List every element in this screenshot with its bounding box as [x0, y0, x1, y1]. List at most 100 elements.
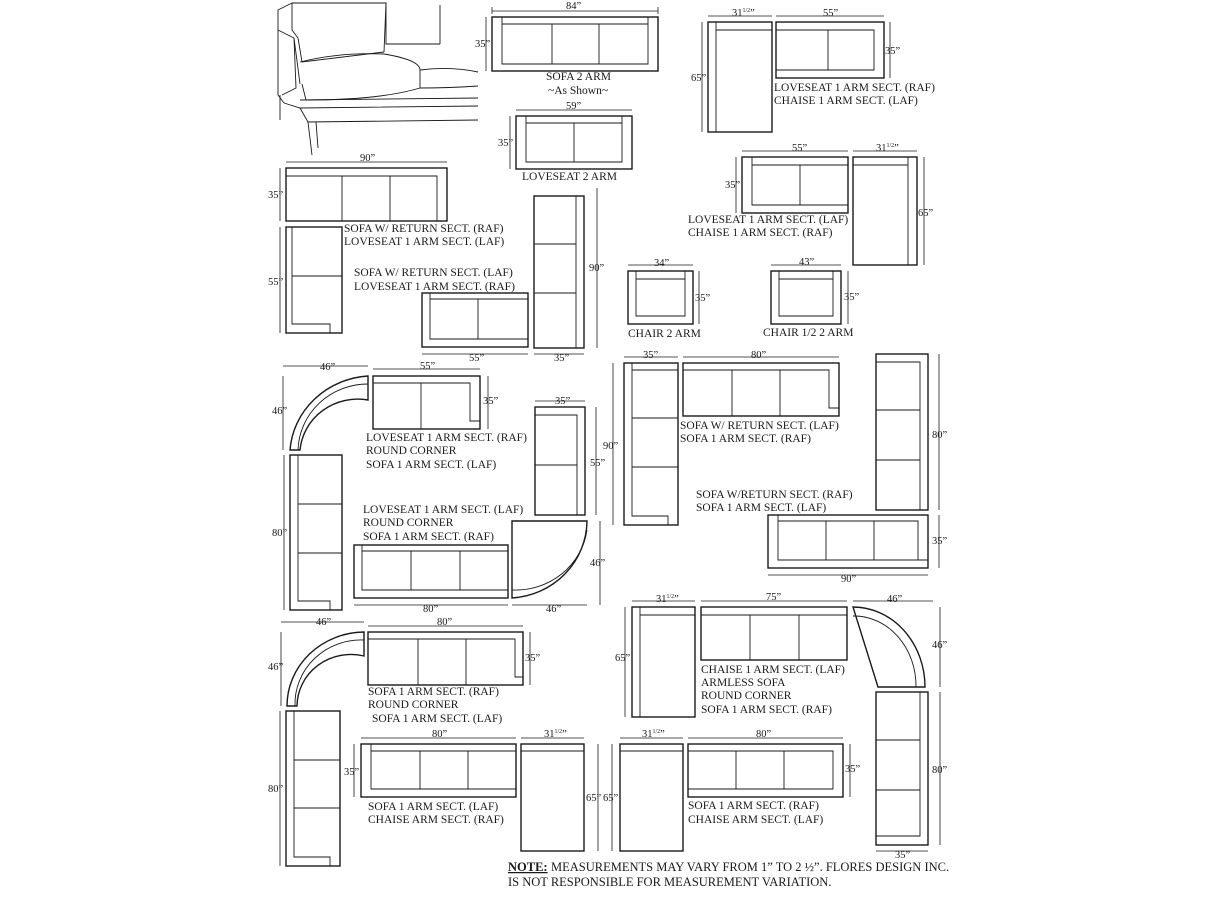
dim-depth: 35”	[885, 46, 901, 57]
config-sofa-laf-chaise-raf: 80” 311/2” 35” 65” SOFA 1 ARM SECT. (LAF…	[344, 729, 602, 852]
note-lead: NOTE:	[508, 860, 548, 874]
dim-chaise-width: 311/2”	[656, 594, 679, 605]
label-line-1: SOFA 1 ARM SECT. (RAF)	[368, 686, 499, 698]
label-line-1: SOFA W/RETURN SECT. (RAF)	[696, 489, 853, 501]
label-line-1: LOVESEAT 1 ARM SECT. (RAF)	[774, 82, 935, 94]
dim-chaise-width: 311/2”	[544, 729, 567, 740]
label-line-2: SOFA 1 ARM SECT. (LAF)	[696, 502, 826, 514]
dim-loveseat-length: 55”	[590, 458, 606, 469]
dim-width: 43”	[799, 257, 815, 268]
dim-depth: 35”	[895, 850, 911, 861]
dim-corner-width: 46”	[316, 617, 332, 628]
dim-corner-depth: 46”	[268, 662, 284, 673]
dim-depth: 35”	[555, 396, 571, 407]
dim-width: 84”	[566, 1, 582, 12]
dim-loveseat-length: 55”	[469, 353, 485, 364]
dim-sofa-length: 80”	[932, 765, 948, 776]
dim-sofa-length: 80”	[268, 784, 284, 795]
sofa-2-arm: 84” 35” SOFA 2 ARM ~As Shown~	[475, 1, 659, 97]
label-line-2: ROUND CORNER	[368, 699, 459, 711]
config-sofa-return-raf-loveseat-laf: 90” 35” 55” SOFA W/ RETURN SECT. (RAF) L…	[268, 153, 504, 334]
dim-sofa-width: 80”	[423, 604, 439, 615]
label-line-2: CHAISE 1 ARM SECT. (LAF)	[774, 95, 918, 107]
dim-width: 55”	[792, 143, 808, 154]
label-line-3: SOFA 1 ARM SECT. (RAF)	[363, 531, 494, 543]
config-sofa-return-laf-loveseat-raf: 55” 35” 90” SOFA W/ RETURN SECT. (LAF) L…	[354, 188, 605, 364]
dim-chaise-width: 311/2”	[876, 143, 899, 154]
dim-chaise-depth: 65”	[586, 793, 602, 804]
chair-half-2-arm: 43” 35” CHAIR 1/2 2 ARM	[763, 257, 860, 339]
dim-depth: 35”	[554, 353, 570, 364]
dim-loveseat-width: 55”	[420, 361, 436, 372]
config-loveseat-laf-corner-sofa-raf: 35” 55” 46” 80” 46” LOVESEAT 1 ARM SECT.…	[353, 396, 606, 615]
dim-loveseat-length: 55”	[268, 277, 284, 288]
label-line-1: SOFA W/ RETURN SECT. (LAF)	[354, 267, 513, 279]
dim-chaise-width: 311/2”	[642, 729, 665, 740]
dim-depth: 35”	[475, 39, 491, 50]
dim-corner-width: 46”	[546, 604, 562, 615]
label-chair-half-2-arm: CHAIR 1/2 2 ARM	[763, 327, 853, 339]
dim-depth: 35”	[725, 180, 741, 191]
chair-2-arm: 34” 35” CHAIR 2 ARM	[627, 258, 711, 340]
dim-sofa-width: 80”	[751, 350, 767, 361]
dim-corner-depth: 46”	[590, 558, 606, 569]
config-chaise-armless-corner-sofa: 311/2” 75” 46” 65” 46” 80” 35” CHAISE 1 …	[615, 592, 948, 861]
label-line-4: SOFA 1 ARM SECT. (RAF)	[701, 704, 832, 716]
dim-width: 90”	[360, 153, 376, 164]
dim-corner-depth: 46”	[932, 640, 948, 651]
label-line-3: SOFA 1 ARM SECT. (LAF)	[366, 459, 496, 471]
config-sofa-return-raf-sofa-laf: 80” 35” 90” SOFA W/RETURN SECT. (RAF) SO…	[696, 353, 948, 585]
label-line-1: CHAISE 1 ARM SECT. (LAF)	[701, 664, 845, 676]
label-as-shown: ~As Shown~	[548, 85, 608, 97]
label-line-2: CHAISE ARM SECT. (RAF)	[368, 814, 504, 826]
dim-width: 34”	[654, 258, 670, 269]
label-line-1: LOVESEAT 1 ARM SECT. (RAF)	[366, 432, 527, 444]
dim-chaise-depth: 65”	[615, 653, 631, 664]
dim-corner-depth: 46”	[272, 406, 288, 417]
dim-sofa-width: 80”	[432, 729, 448, 740]
dim-chaise-depth: 65”	[603, 793, 619, 804]
label-line-1: SOFA W/ RETURN SECT. (RAF)	[344, 223, 504, 235]
sofa-perspective-illustration	[277, 2, 479, 156]
label-line-1: SOFA 1 ARM SECT. (LAF)	[368, 801, 498, 813]
dim-chaise-depth: 65”	[918, 208, 934, 219]
dim-chaise-width: 311/2”	[732, 8, 755, 19]
config-sofa-raf-chaise-laf: 311/2” 80” 65” 35” SOFA 1 ARM SECT. (RAF…	[603, 729, 861, 852]
label-loveseat-2-arm: LOVESEAT 2 ARM	[522, 171, 617, 183]
dim-depth: 35”	[932, 536, 948, 547]
dim-width: 59”	[566, 101, 582, 112]
config-loveseat-raf-corner-sofa-laf: 46” 46” 55” 35” 80” LOVESEAT 1 ARM SECT.…	[272, 361, 527, 611]
note-line-1: MEASUREMENTS MAY VARY FROM 1” TO 2 ½”. F…	[551, 860, 949, 874]
label-line-1: LOVESEAT 1 ARM SECT. (LAF)	[688, 214, 848, 226]
dim-sofa-length: 80”	[272, 528, 288, 539]
label-chair-2-arm: CHAIR 2 ARM	[628, 328, 701, 340]
config-loveseat-raf-chaise-laf: 311/2” 55” 65” 35” LOVESEAT 1 ARM SECT. …	[691, 8, 935, 133]
dim-corner-width: 46”	[887, 594, 903, 605]
label-sofa-2-arm: SOFA 2 ARM	[546, 71, 611, 83]
label-line-3: ROUND CORNER	[701, 690, 792, 702]
label-line-2: LOVESEAT 1 ARM SECT. (RAF)	[354, 281, 515, 293]
dim-corner-width: 46”	[320, 362, 336, 373]
config-sofa-return-laf-sofa-raf: 35” 80” 90” SOFA W/ RETURN SECT. (LAF) S…	[603, 350, 840, 526]
dim-depth: 35”	[525, 653, 541, 664]
label-line-2: ROUND CORNER	[366, 445, 457, 457]
label-line-2: LOVESEAT 1 ARM SECT. (LAF)	[344, 236, 504, 248]
label-line-2: SOFA 1 ARM SECT. (RAF)	[680, 433, 811, 445]
dim-sofa-length: 90”	[589, 263, 605, 274]
dim-chaise-depth: 65”	[691, 73, 707, 84]
label-line-2: ROUND CORNER	[363, 517, 454, 529]
dim-depth: 35”	[498, 138, 514, 149]
label-line-2: CHAISE ARM SECT. (LAF)	[688, 814, 823, 826]
config-sofa-raf-corner-sofa-laf: 46” 46” 80” 35” 80” SOFA 1 ARM SECT. (RA…	[268, 617, 541, 867]
dim-width: 55”	[823, 8, 839, 19]
dim-depth: 35”	[268, 190, 284, 201]
loveseat-2-arm: 59” 35” LOVESEAT 2 ARM	[498, 101, 633, 183]
measurement-note: NOTE: MEASUREMENTS MAY VARY FROM 1” TO 2…	[508, 860, 949, 889]
dim-sofa-width: 80”	[437, 617, 453, 628]
label-line-1: SOFA 1 ARM SECT. (RAF)	[688, 800, 819, 812]
dim-sofa-width: 80”	[756, 729, 772, 740]
dim-depth: 35”	[845, 764, 861, 775]
dim-armless-width: 75”	[766, 592, 782, 603]
dim-depth: 35”	[483, 396, 499, 407]
